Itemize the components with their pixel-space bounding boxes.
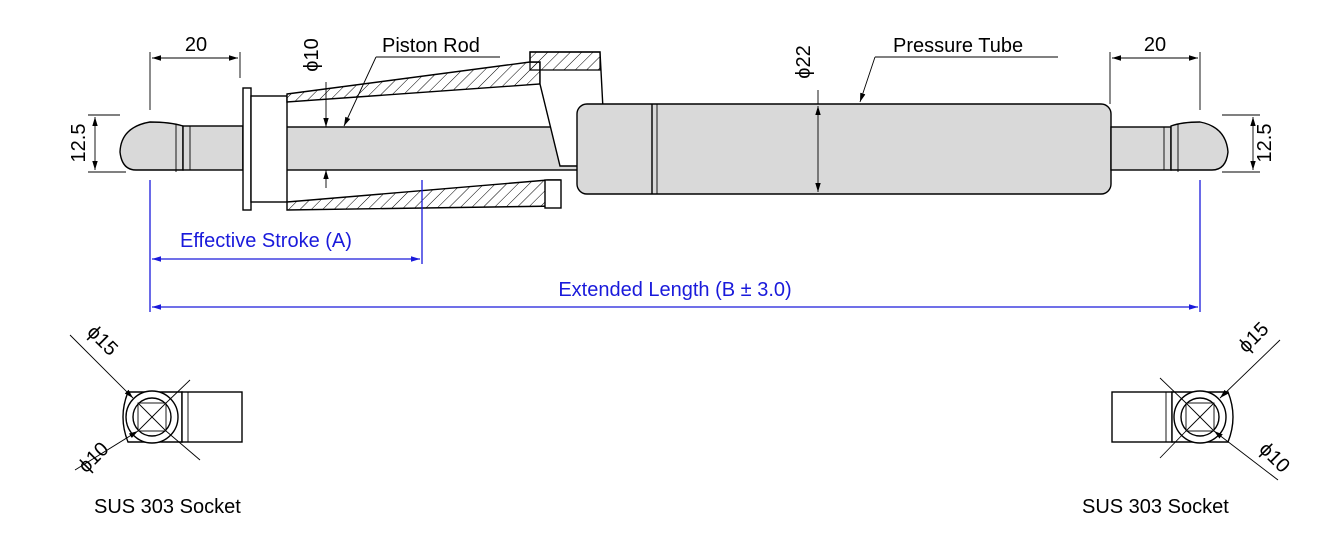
socket-left-label: SUS 303 Socket [94, 496, 241, 518]
end-right-width-label: 20 [1144, 34, 1166, 56]
pressure-tube [576, 103, 1112, 195]
dim-rod-diameter: ϕ10 [301, 38, 329, 188]
piston-rod [242, 126, 579, 171]
socket-left-inner-label: ϕ10 [74, 438, 113, 477]
dim-end-right-width: 20 [1109, 34, 1201, 110]
left-socket-detail: ϕ15 ϕ10 SUS 303 Socket [69, 321, 243, 518]
dim-end-left-height: 12.5 [68, 114, 126, 173]
pressure-tube-callout: Pressure Tube [859, 35, 1058, 103]
end-left-height-label: 12.5 [68, 124, 90, 163]
socket-left-outer-label: ϕ15 [83, 321, 122, 360]
dim-effective-stroke: Effective Stroke (A) [149, 180, 423, 312]
pressure-tube-label: Pressure Tube [893, 35, 1023, 57]
end-left-width-label: 20 [185, 34, 207, 56]
socket-right-inner-label: ϕ10 [1255, 438, 1294, 477]
tube-diameter-label: ϕ22 [793, 45, 815, 78]
dust-cover [242, 51, 607, 211]
dim-extended-length: Extended Length (B ± 3.0) [152, 180, 1201, 312]
right-ball-end [1110, 121, 1229, 172]
dim-end-right-height: 12.5 [1222, 114, 1276, 173]
rod-diameter-label: ϕ10 [301, 38, 323, 71]
piston-rod-label: Piston Rod [382, 35, 480, 57]
socket-right-label: SUS 303 Socket [1082, 496, 1229, 518]
right-socket-detail: ϕ15 ϕ10 SUS 303 Socket [1082, 318, 1294, 518]
dim-tube-diameter: ϕ22 [793, 45, 821, 192]
end-right-height-label: 12.5 [1254, 124, 1276, 163]
extended-length-label: Extended Length (B ± 3.0) [558, 279, 791, 301]
dim-end-left-width: 20 [149, 34, 241, 110]
left-ball-end [119, 121, 244, 172]
effective-stroke-label: Effective Stroke (A) [180, 230, 352, 252]
piston-rod-callout: Piston Rod [343, 35, 500, 127]
